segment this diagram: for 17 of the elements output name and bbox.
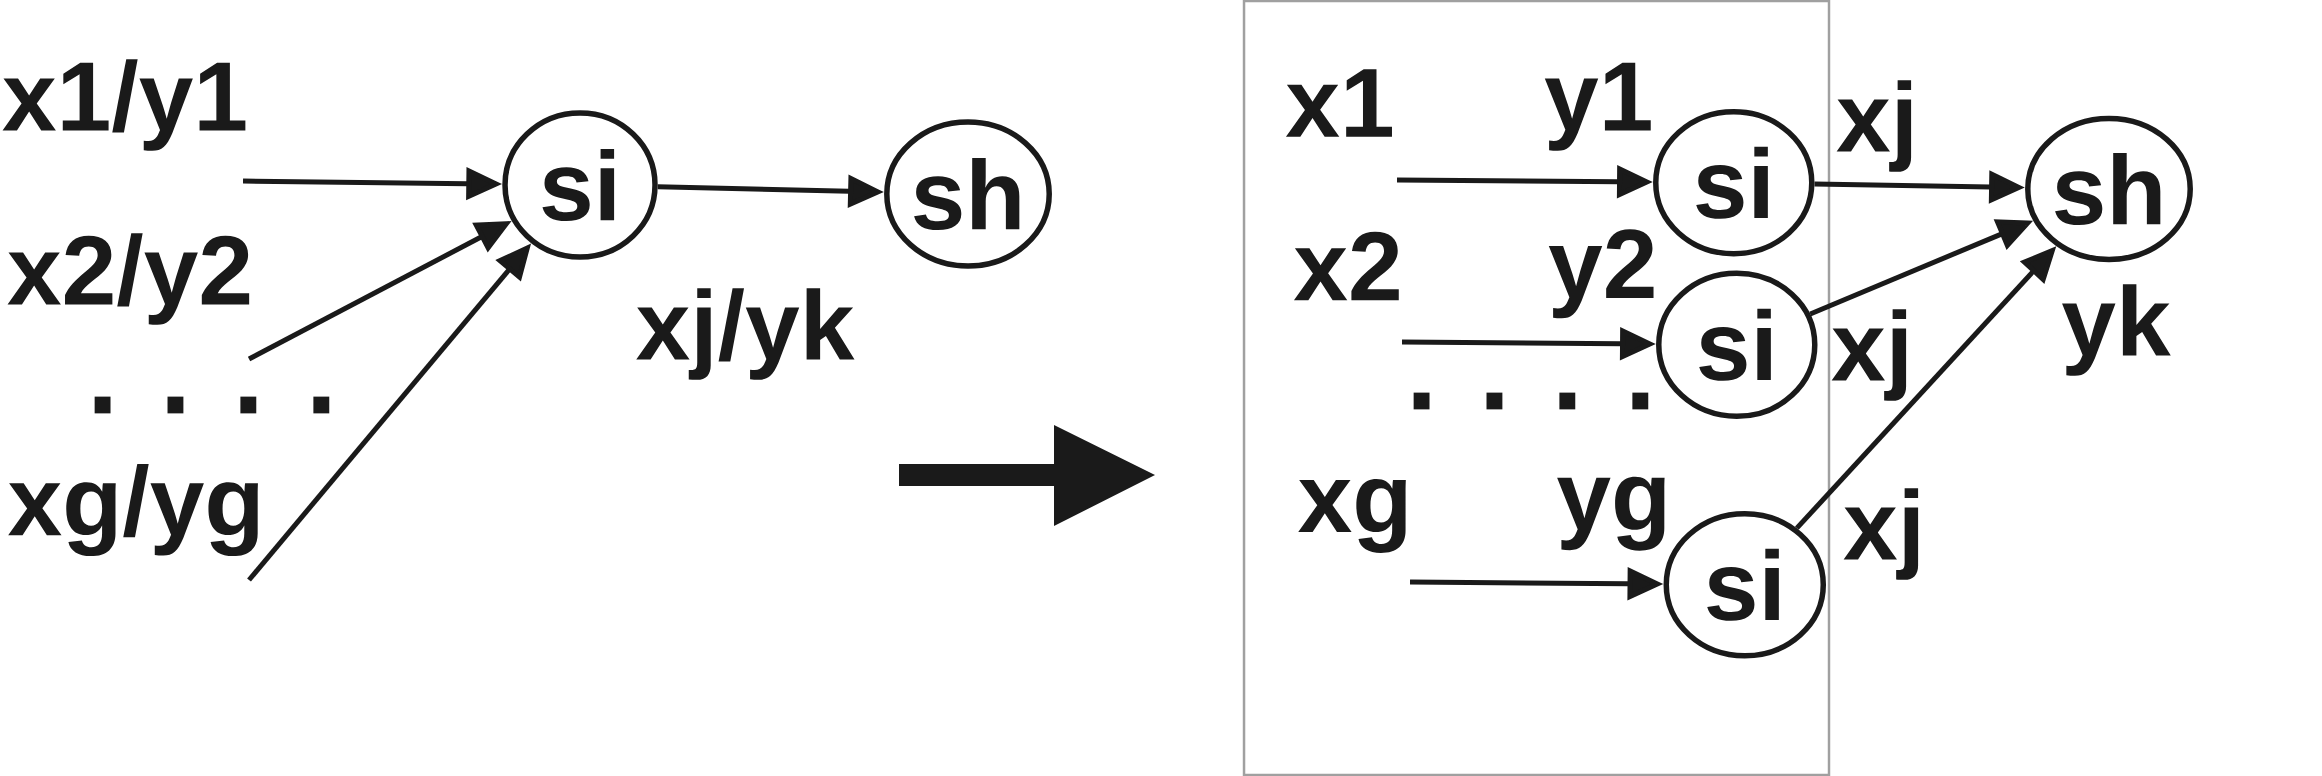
ellipsis-dots: . . . .	[1413, 392, 1649, 410]
node-label: yk	[2062, 284, 2171, 376]
edge-label: x1/y1	[2, 59, 246, 151]
node-label: y2	[1548, 229, 1654, 319]
ellipsis-dots: . . . .	[94, 396, 330, 414]
node-label: y1	[1544, 62, 1651, 151]
edge-label: x2/y2	[7, 233, 250, 325]
edge-label: x2	[1293, 231, 1399, 301]
group-frame	[1242, 0, 1831, 776]
edge-label: xj/yk	[636, 288, 855, 380]
edge-label: xj	[1836, 80, 1912, 172]
edge-label: xg/yg	[8, 463, 258, 557]
edge-label: xj	[1831, 309, 1907, 401]
edge-label: x1	[1285, 69, 1392, 137]
edge-label: xg	[1298, 479, 1406, 553]
node-label: yg	[1557, 476, 1665, 551]
edge-label: xj	[1843, 488, 1919, 580]
